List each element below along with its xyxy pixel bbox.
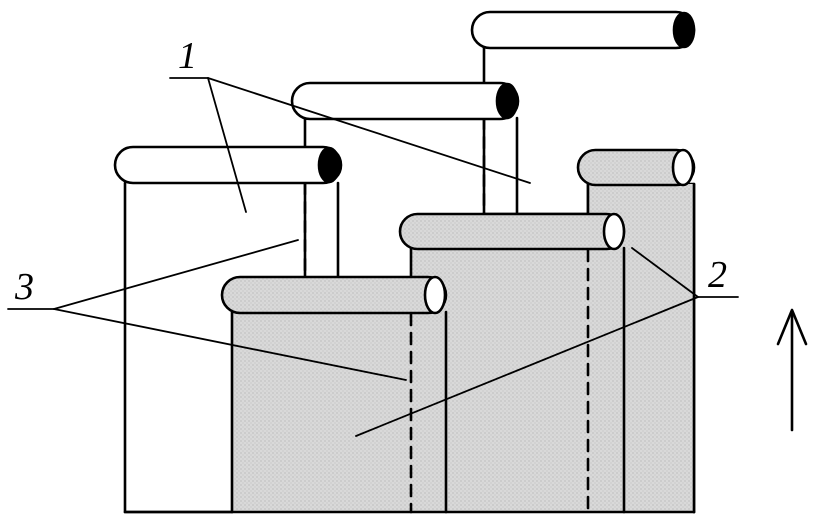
label-2: 2 [708, 254, 727, 296]
shaded-sheet-left [220, 275, 448, 514]
up-arrow-icon [776, 308, 808, 432]
leader-lines [7, 77, 739, 437]
label-3: 3 [14, 266, 34, 308]
white-sheet-middle [290, 81, 520, 278]
label-1: 1 [178, 35, 197, 77]
